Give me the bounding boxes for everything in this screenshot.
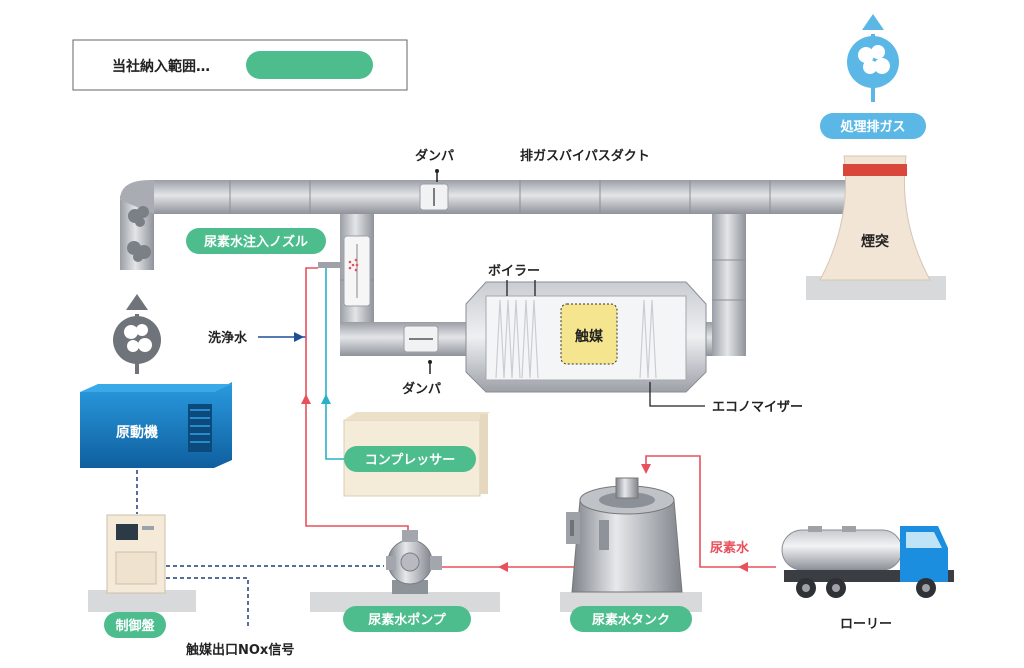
smoke-puff-icon <box>127 206 151 262</box>
compressor: コンプレッサー <box>343 412 490 497</box>
stack-band <box>843 164 907 176</box>
signal-lines <box>136 470 384 628</box>
urea-arrow-icon <box>498 562 508 572</box>
spray-icon <box>348 258 359 272</box>
urea-pump-label: 尿素水ポンプ <box>368 612 447 628</box>
air-arrow-icon <box>321 394 331 404</box>
catalyst-block <box>560 303 618 365</box>
compressor-label: コンプレッサー <box>365 453 456 468</box>
urea-nozzle-label: 尿素水注入ノズル <box>204 234 308 250</box>
lorry-label: ローリー <box>840 617 892 632</box>
urea-arrow-icon <box>301 394 311 404</box>
urea-tank-label: 尿素水タンク <box>592 612 670 628</box>
economizer-label: エコノマイザー <box>712 400 803 415</box>
air-line <box>325 268 344 460</box>
wash-water-line: 洗浄水 <box>208 330 306 346</box>
bypass-duct <box>150 180 855 214</box>
up-arrow-icon <box>862 14 884 30</box>
catalyst-label: 触媒 <box>574 328 604 345</box>
nox-signal-label: 触媒出口NOx信号 <box>185 642 294 658</box>
damper-bottom: ダンパ <box>402 325 441 397</box>
urea-water-label: 尿素水 <box>710 540 750 556</box>
treated-exhaust-label: 処理排ガス <box>839 119 905 135</box>
treated-exhaust: 処理排ガス <box>820 14 926 139</box>
control-panel-label: 制御盤 <box>115 618 155 634</box>
exhaust-duct-system <box>120 180 855 356</box>
urea-pump: 尿素水ポンプ <box>310 530 500 632</box>
wash-water-label: 洗浄水 <box>208 330 248 346</box>
display-icon <box>116 524 138 540</box>
stack-riser-duct <box>712 214 746 356</box>
prime-mover-label: 原動機 <box>116 424 158 441</box>
damper-top: ダンパ <box>415 148 454 211</box>
boiler-label: ボイラー <box>488 263 540 279</box>
engine-exhaust <box>113 294 161 374</box>
bypass-duct-label: 排ガスバイパスダクト <box>520 148 650 164</box>
urea-line <box>305 267 776 568</box>
up-arrow-icon <box>126 294 148 310</box>
stack: 煙突 <box>806 155 946 300</box>
legend-box: 当社納入範囲… <box>72 39 408 91</box>
urea-arrow-icon <box>738 562 748 572</box>
urea-nozzle-icon <box>318 262 342 268</box>
damper-bottom-label: ダンパ <box>402 381 441 397</box>
prime-mover: 原動機 <box>80 382 232 468</box>
lorry: ローリー <box>781 526 954 632</box>
legend-label: 当社納入範囲… <box>112 58 210 75</box>
stack-label: 煙突 <box>861 233 889 250</box>
smoke-cloud-icon <box>124 324 152 352</box>
boiler: 触媒 ボイラー エコノマイザー <box>465 263 803 415</box>
clean-cloud-icon <box>858 45 890 74</box>
damper-top-label: ダンパ <box>415 148 454 164</box>
urea-arrow-icon <box>641 464 651 474</box>
urea-tank: 尿素水タンク <box>560 477 702 632</box>
legend-scope-swatch <box>246 51 373 79</box>
urea-nozzle-tag: 尿素水注入ノズル <box>186 228 326 254</box>
control-panel: 制御盤 <box>88 514 196 638</box>
injection-section <box>318 235 371 307</box>
